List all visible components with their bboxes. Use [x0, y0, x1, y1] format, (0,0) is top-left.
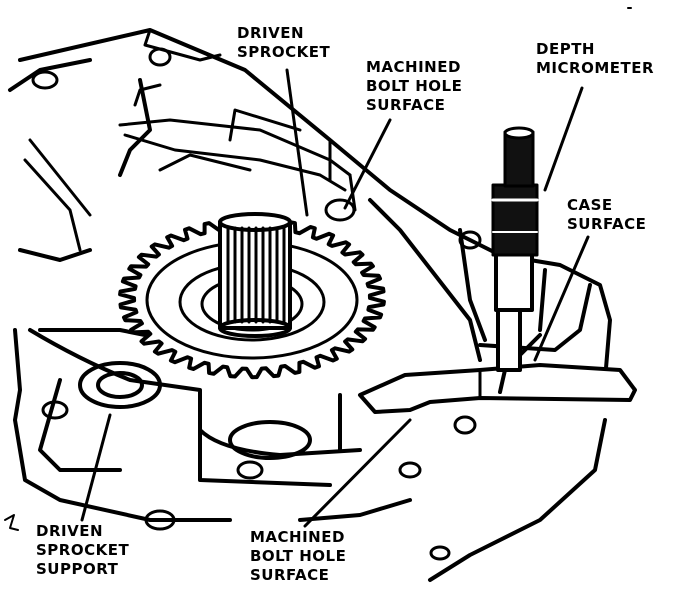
label-driven-sprocket: DRIVEN SPROCKET	[237, 24, 330, 62]
label-line: SUPPORT	[36, 560, 119, 578]
label-line: SURFACE	[250, 566, 330, 584]
label-line: BOLT HOLE	[366, 77, 463, 95]
label-machined-bolt-hole-surface-top: MACHINED BOLT HOLE SURFACE	[366, 58, 462, 115]
leader-lines	[80, 68, 590, 528]
output-shaft	[218, 212, 292, 338]
leader-driven-sprocket	[285, 68, 309, 217]
leader-bolt-hole-bottom	[303, 418, 412, 528]
leader-sprocket-support	[80, 413, 112, 522]
label-line: SURFACE	[366, 96, 446, 114]
label-line: DEPTH	[536, 40, 595, 58]
label-line: SPROCKET	[237, 43, 331, 61]
label-case-surface: CASE SURFACE	[567, 196, 646, 234]
label-depth-micrometer: DEPTH MICROMETER	[536, 40, 654, 78]
label-line: SPROCKET	[36, 541, 130, 559]
sprocket-support	[28, 328, 362, 487]
depth-micrometer	[358, 126, 637, 414]
shaft-splines	[226, 226, 286, 324]
leader-bolt-hole-top	[343, 118, 392, 210]
leader-case-surface	[533, 235, 590, 362]
corner-marks	[4, 7, 632, 531]
label-line: MICROMETER	[536, 59, 655, 77]
label-driven-sprocket-support: DRIVEN SPROCKET SUPPORT	[36, 522, 129, 579]
leader-depth-micrometer	[543, 86, 584, 192]
label-line: SURFACE	[567, 215, 647, 233]
label-line: BOLT HOLE	[250, 547, 347, 565]
label-machined-bolt-hole-surface-bottom: MACHINED BOLT HOLE SURFACE	[250, 528, 346, 585]
label-line: DRIVEN	[237, 24, 304, 42]
label-line: DRIVEN	[36, 522, 103, 540]
label-line: MACHINED	[366, 58, 461, 76]
label-line: CASE	[567, 196, 613, 214]
label-line: MACHINED	[250, 528, 345, 546]
